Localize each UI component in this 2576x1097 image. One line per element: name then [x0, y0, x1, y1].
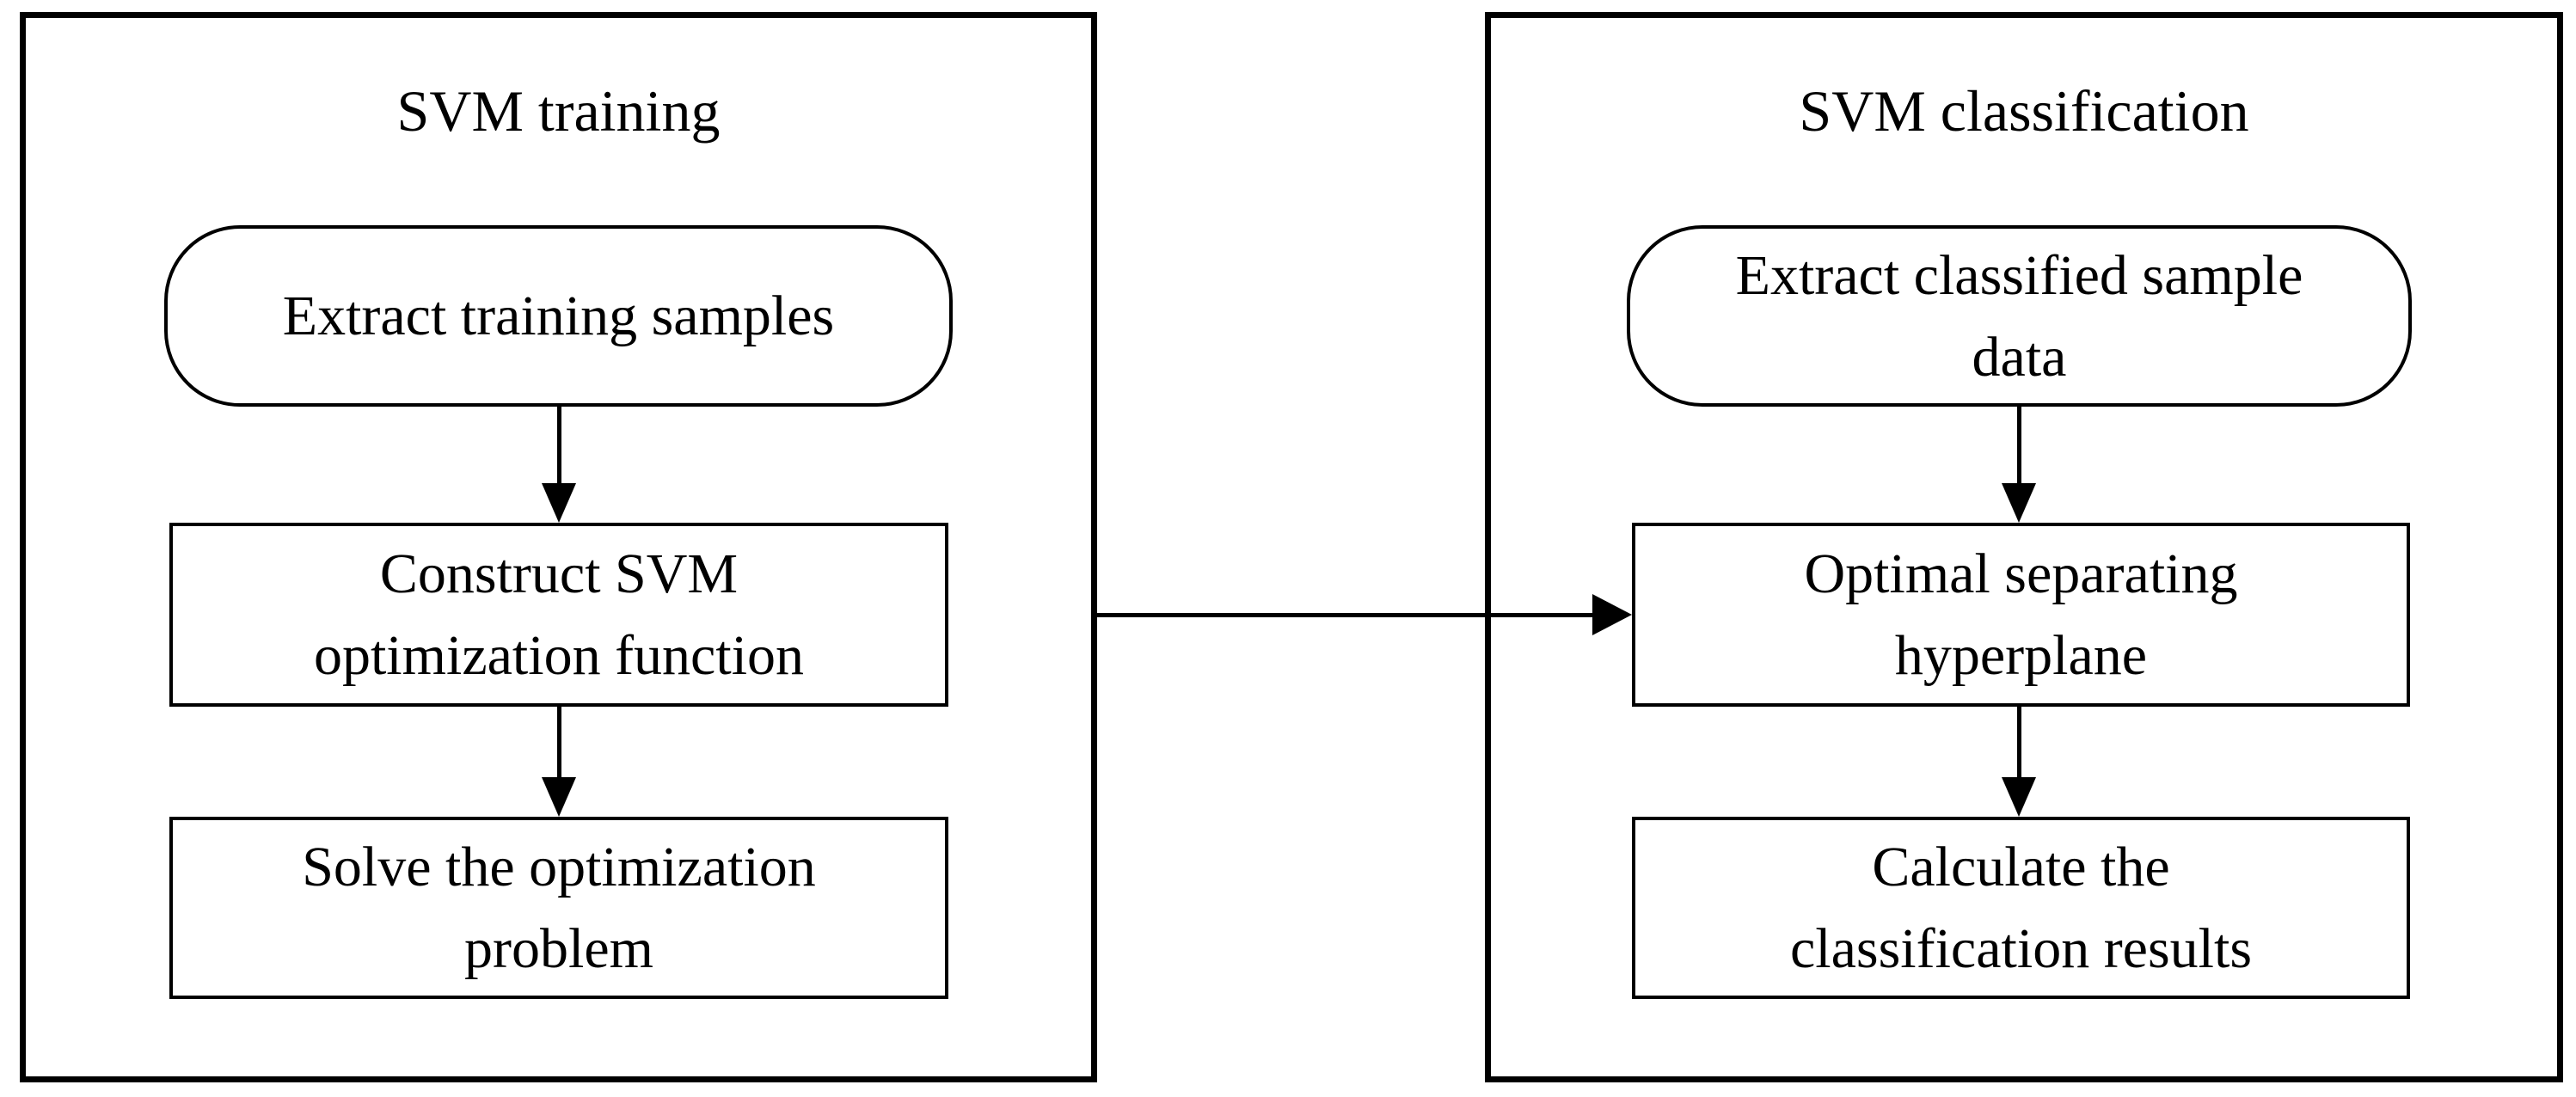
arrow-shaft [2016, 406, 2021, 483]
classification-flow-arrow-1 [2002, 406, 2036, 523]
optimal-separating-hyperplane-node: Optimal separating hyperplane [1632, 523, 2410, 707]
arrow-head-icon [542, 777, 576, 817]
node-label-line: data [1972, 325, 2067, 389]
node-label-line: Solve the optimization [302, 836, 816, 898]
solve-optimization-problem-node: Solve the optimization problem [169, 817, 948, 999]
node-label-line: Extract classified sample [1735, 243, 2303, 307]
node-label-line: Extract training samples [282, 285, 835, 347]
extract-training-samples-node: Extract training samples [164, 225, 953, 407]
calculate-classification-results-node: Calculate the classification results [1632, 817, 2410, 999]
arrow-head-icon [2002, 777, 2036, 817]
svm-training-title: SVM training [396, 78, 721, 144]
svm-classification-title: SVM classification [1799, 78, 2249, 144]
node-label-line: Construct SVM [379, 542, 739, 605]
classification-flow-arrow-2 [2002, 706, 2036, 817]
arrow-head-icon [1592, 594, 1632, 635]
arrow-shaft [2016, 706, 2021, 777]
arrow-head-icon [542, 483, 576, 523]
node-label-line: optimization function [313, 624, 805, 687]
training-flow-arrow-2 [542, 706, 576, 817]
node-label-line: hyperplane [1894, 624, 2148, 687]
arrow-shaft [1092, 612, 1592, 617]
extract-classified-sample-data-node: Extract classified sample data [1627, 225, 2412, 407]
arrow-shaft [556, 706, 561, 777]
svm-classification-panel: SVM classification Extract classified sa… [1485, 12, 2563, 1082]
arrow-shaft [556, 406, 561, 483]
node-label-line: Optimal separating [1804, 542, 2238, 605]
node-label-line: Calculate the [1872, 836, 2170, 898]
training-flow-arrow-1 [542, 406, 576, 523]
arrow-head-icon [2002, 483, 2036, 523]
training-to-classification-arrow [1092, 594, 1632, 635]
construct-svm-optimization-function-node: Construct SVM optimization function [169, 523, 948, 707]
node-label-line: classification results [1789, 917, 2253, 980]
node-label-line: problem [464, 917, 653, 980]
svm-training-panel: SVM training Extract training samples Co… [20, 12, 1097, 1082]
